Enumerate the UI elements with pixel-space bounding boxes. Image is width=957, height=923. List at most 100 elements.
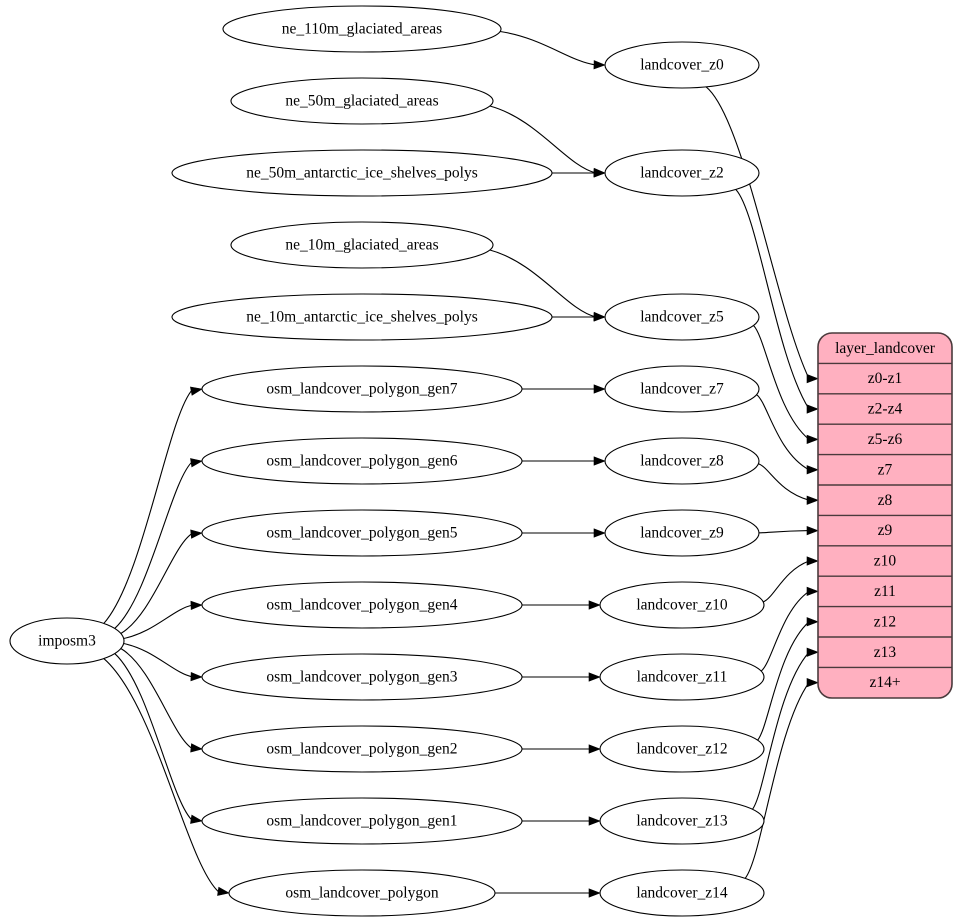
edge-arrowhead [190,814,203,824]
table-row-z7[interactable]: z7 [878,461,893,478]
table-row-z2-z4[interactable]: z2-z4 [868,401,903,418]
node-label: landcover_z0 [640,57,724,74]
table-row-z8[interactable]: z8 [878,492,893,509]
edge-arrowhead [593,60,606,70]
edge-landcover_z2-to-row-z2-z4 [735,189,810,410]
edge-arrowhead [806,617,819,627]
node-osm_landcover_polygon_gen2[interactable]: osm_landcover_polygon_gen2 [201,725,523,773]
node-label: osm_landcover_polygon_gen7 [266,381,457,398]
node-shape [604,509,760,557]
edge-arrowhead [588,744,601,754]
node-landcover_z11[interactable]: landcover_z11 [599,653,765,701]
node-osm_landcover_polygon_gen3[interactable]: osm_landcover_polygon_gen3 [201,653,523,701]
edge-imposm3-to-osm_landcover_polygon_gen1 [114,653,194,822]
node-shape [599,581,765,629]
node-label: osm_landcover_polygon_gen6 [266,453,457,470]
node-landcover_z10[interactable]: landcover_z10 [599,581,765,629]
node-landcover_z13[interactable]: landcover_z13 [599,797,765,845]
node-shape [171,293,553,341]
node-shape [201,725,523,773]
table-row-z10[interactable]: z10 [874,553,897,570]
edge-ne_10m_glaciated_areas-to-landcover_z5 [489,249,597,318]
node-landcover_z5[interactable]: landcover_z5 [604,293,760,341]
node-label: osm_landcover_polygon_gen5 [266,525,457,542]
node-landcover_z0[interactable]: landcover_z0 [604,41,760,89]
edge-arrowhead [588,816,601,826]
node-landcover_z7[interactable]: landcover_z7 [604,365,760,413]
node-landcover_z8[interactable]: landcover_z8 [604,437,760,485]
node-label: landcover_z7 [640,381,724,398]
edge-imposm3-to-osm_landcover_polygon_gen6 [114,460,194,629]
table-row-z5-z6[interactable]: z5-z6 [868,431,903,448]
node-shape [604,437,760,485]
edge-arrowhead [806,465,819,475]
node-shape [599,653,765,701]
edge-landcover_z9-to-row-z9 [758,530,810,534]
node-shape [201,581,523,629]
node-label: ne_10m_glaciated_areas [285,237,438,254]
node-label: osm_landcover_polygon_gen3 [266,669,457,686]
edge-arrowhead [806,495,819,505]
edge-arrowhead [806,647,819,657]
node-landcover_z12[interactable]: landcover_z12 [599,725,765,773]
edge-arrowhead [806,556,819,566]
edge-arrowhead [588,600,601,610]
node-label: landcover_z2 [640,165,724,182]
edge-arrowhead [806,586,819,597]
node-ne_110m_glaciated_areas[interactable]: ne_110m_glaciated_areas [222,5,502,53]
node-label: landcover_z5 [640,309,724,326]
node-imposm3[interactable]: imposm3 [9,617,125,665]
node-landcover_z14[interactable]: landcover_z14 [599,869,765,917]
table-row-z13[interactable]: z13 [874,644,897,661]
edge-ne_50m_glaciated_areas-to-landcover_z2 [489,105,597,174]
node-osm_landcover_polygon_gen5[interactable]: osm_landcover_polygon_gen5 [201,509,523,557]
edge-arrowhead [588,888,601,898]
node-ne_10m_glaciated_areas[interactable]: ne_10m_glaciated_areas [230,221,494,269]
node-shape [604,41,760,89]
node-landcover_z2[interactable]: landcover_z2 [604,149,760,197]
node-osm_landcover_polygon[interactable]: osm_landcover_polygon [228,869,496,917]
node-osm_landcover_polygon_gen1[interactable]: osm_landcover_polygon_gen1 [201,797,523,845]
edge-arrowhead [593,384,606,394]
edge-landcover_z11-to-row-z11 [760,590,810,672]
edge-ne_110m_glaciated_areas-to-landcover_z0 [500,30,597,66]
node-ne_50m_antarctic_ice_shelves_polys[interactable]: ne_50m_antarctic_ice_shelves_polys [171,149,553,197]
edge-landcover_z0-to-row-z0-z1 [705,86,810,379]
table-row-z14plus[interactable]: z14+ [869,674,900,691]
node-osm_landcover_polygon_gen7[interactable]: osm_landcover_polygon_gen7 [201,365,523,413]
edge-arrowhead [190,600,203,611]
node-label: landcover_z8 [640,453,724,470]
node-ne_50m_glaciated_areas[interactable]: ne_50m_glaciated_areas [230,77,494,125]
table-row-z11[interactable]: z11 [874,583,896,600]
edge-arrowhead [806,525,819,536]
node-label: osm_landcover_polygon_gen1 [266,813,457,830]
node-landcover_z9[interactable]: landcover_z9 [604,509,760,557]
table-row-z12[interactable]: z12 [874,613,896,630]
edge-landcover_z7-to-row-z7 [756,394,810,471]
node-shape [599,797,765,845]
edge-landcover_z14-to-row-z14 [744,682,810,879]
edge-arrowhead [190,671,203,682]
nodes-layer: imposm3 ne_110m_glaciated_areas ne_50m_gla… [9,5,765,917]
table-row-z0-z1[interactable]: z0-z1 [868,370,902,387]
node-ne_10m_antarctic_ice_shelves_polys[interactable]: ne_10m_antarctic_ice_shelves_polys [171,293,553,341]
edge-landcover_z8-to-row-z8 [758,463,810,501]
node-shape [201,365,523,413]
node-label: landcover_z14 [636,885,727,902]
node-label: ne_10m_antarctic_ice_shelves_polys [246,309,478,326]
edge-arrowhead [217,886,230,896]
node-label: landcover_z12 [636,741,727,758]
table-row-z9[interactable]: z9 [878,522,893,539]
edge-arrowhead [190,458,203,468]
node-osm_landcover_polygon_gen4[interactable]: osm_landcover_polygon_gen4 [201,581,523,629]
node-shape [599,725,765,773]
node-osm_landcover_polygon_gen6[interactable]: osm_landcover_polygon_gen6 [201,437,523,485]
node-shape [228,869,496,917]
node-shape [604,149,760,197]
edge-imposm3-to-osm_landcover_polygon_gen2 [120,648,194,750]
node-label: landcover_z11 [637,669,728,686]
edge-arrowhead [593,528,606,538]
edge-arrowhead [588,672,601,682]
edge-arrowhead [190,743,203,753]
